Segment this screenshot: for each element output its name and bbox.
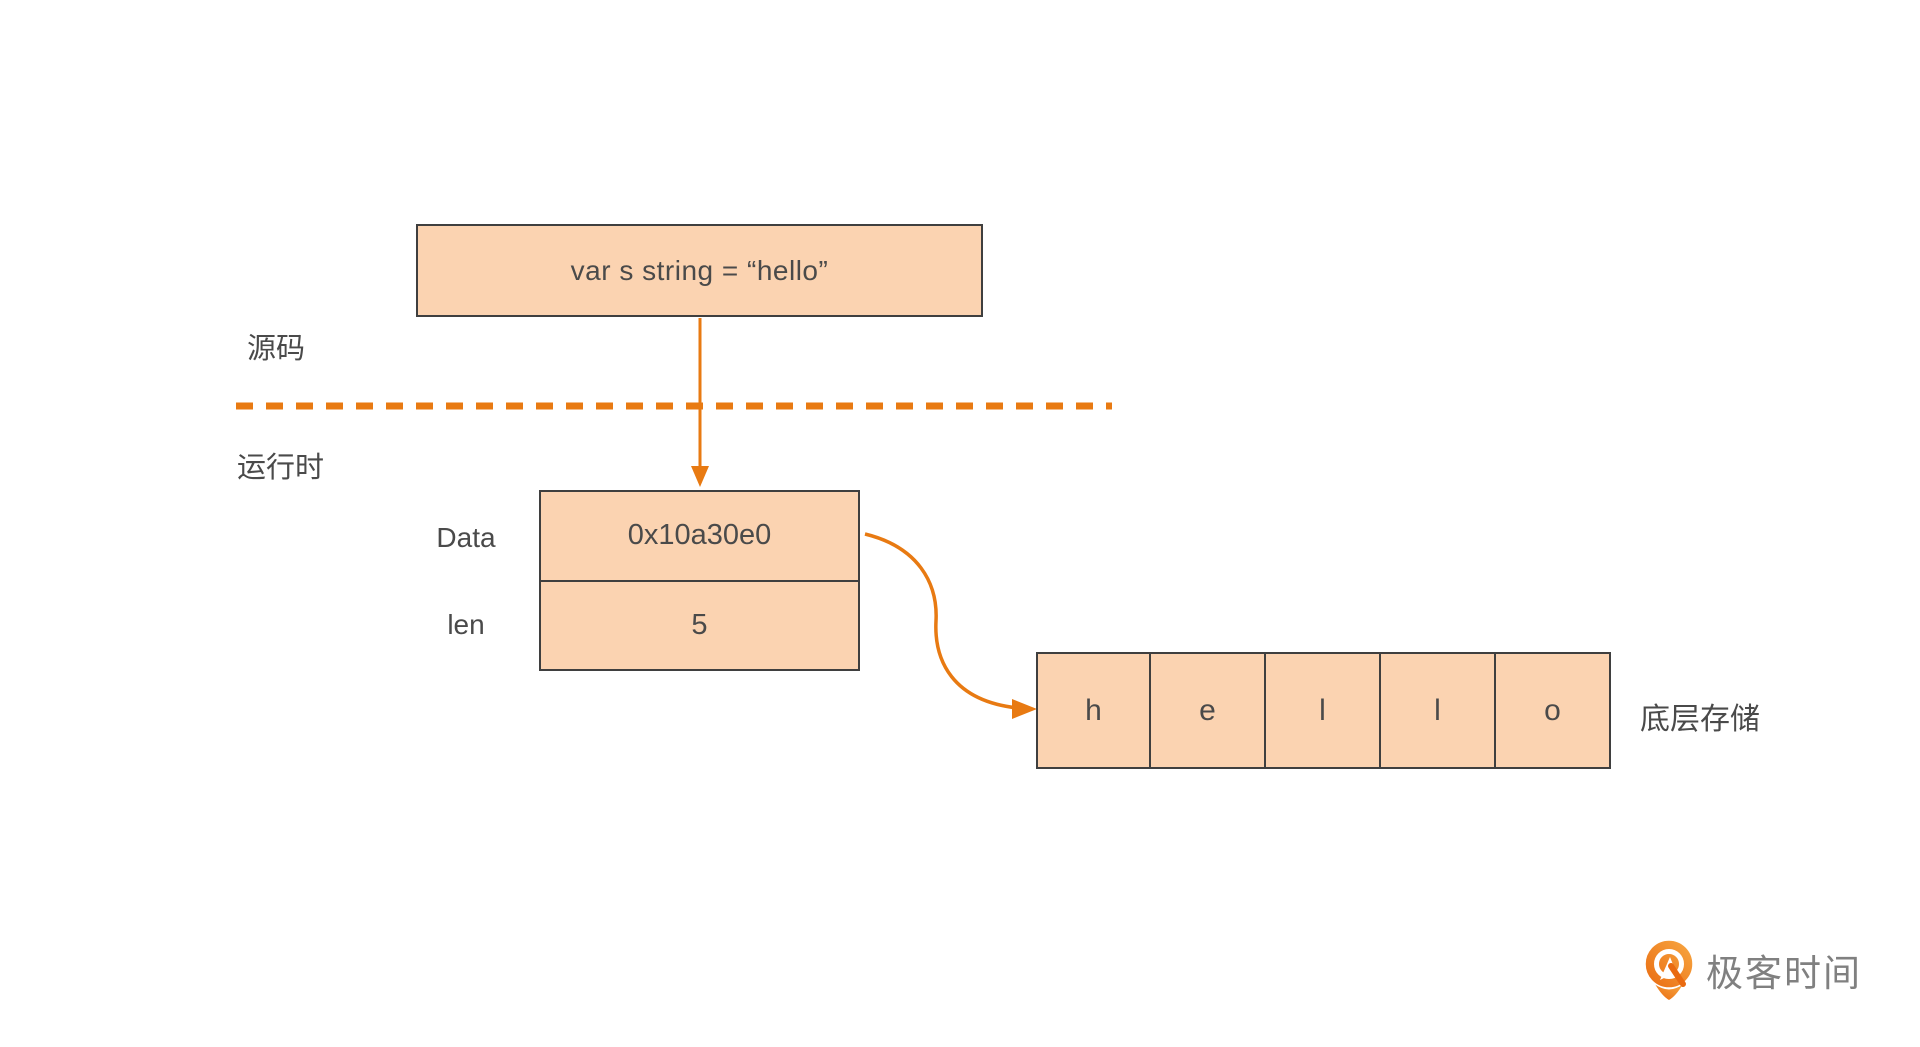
field-label-len: len	[447, 609, 485, 640]
source-code-box: var s string = “hello”	[416, 224, 983, 317]
storage-cell: l	[1381, 652, 1496, 769]
struct-row-len: 5	[541, 582, 858, 670]
len-value: 5	[691, 608, 708, 641]
struct-row-data: 0x10a30e0	[541, 492, 858, 582]
geektime-logo: 极客时间	[1643, 939, 1862, 1001]
arrowhead-right-icon	[1012, 699, 1037, 719]
label-runtime: 运行时	[237, 452, 325, 484]
arrow-data-to-storage	[864, 532, 1037, 719]
storage-cell: o	[1496, 652, 1611, 769]
storage-cell: e	[1151, 652, 1266, 769]
arrow-source-to-struct	[691, 318, 709, 487]
storage-cell: h	[1036, 652, 1151, 769]
storage-cell: l	[1266, 652, 1381, 769]
string-struct-box: 0x10a30e0 5	[539, 490, 860, 671]
source-code-text: var s string = “hello”	[570, 254, 829, 286]
arrowhead-down-icon	[691, 466, 709, 487]
storage-cells: h e l l o	[1036, 652, 1611, 769]
geektime-pin-icon	[1644, 939, 1694, 1000]
label-source-code: 源码	[247, 333, 306, 365]
data-pointer-value: 0x10a30e0	[627, 519, 772, 552]
label-underlying-storage: 底层存储	[1640, 703, 1760, 736]
geektime-logo-text: 极客时间	[1706, 953, 1862, 994]
field-label-data: Data	[436, 522, 496, 553]
